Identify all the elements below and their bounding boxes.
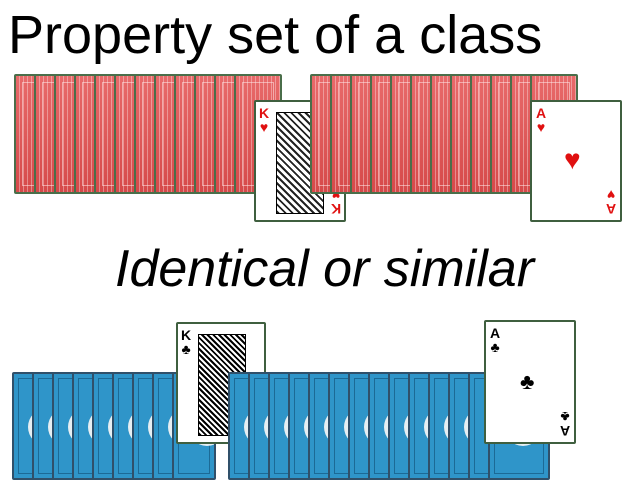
king-hearts-rank-bottom: K: [331, 202, 341, 216]
club-icon: ♣: [490, 340, 500, 354]
ace-of-hearts-card: A ♥ ♥ A ♥: [530, 100, 622, 222]
heart-icon: ♥: [606, 188, 616, 202]
heart-icon: ♥: [259, 120, 269, 134]
ace-hearts-rank-top: A: [536, 106, 546, 120]
club-icon: ♣: [560, 410, 570, 424]
ace-of-clubs-card: A ♣ ♣ A ♣: [484, 320, 576, 444]
heart-pip-icon: ♥: [564, 146, 581, 174]
heading-subtitle: Identical or similar: [115, 238, 625, 300]
ace-hearts-rank-bottom: A: [606, 202, 616, 216]
ace-clubs-rank-top: A: [490, 326, 500, 340]
club-pip-icon: ♣: [520, 368, 534, 396]
king-clubs-rank-top: K: [181, 328, 191, 342]
heading-title: Property set of a class: [8, 2, 628, 68]
club-icon: ♣: [181, 342, 191, 356]
ace-clubs-rank-bottom: A: [560, 424, 570, 438]
king-hearts-rank-top: K: [259, 106, 269, 120]
heart-icon: ♥: [536, 120, 546, 134]
